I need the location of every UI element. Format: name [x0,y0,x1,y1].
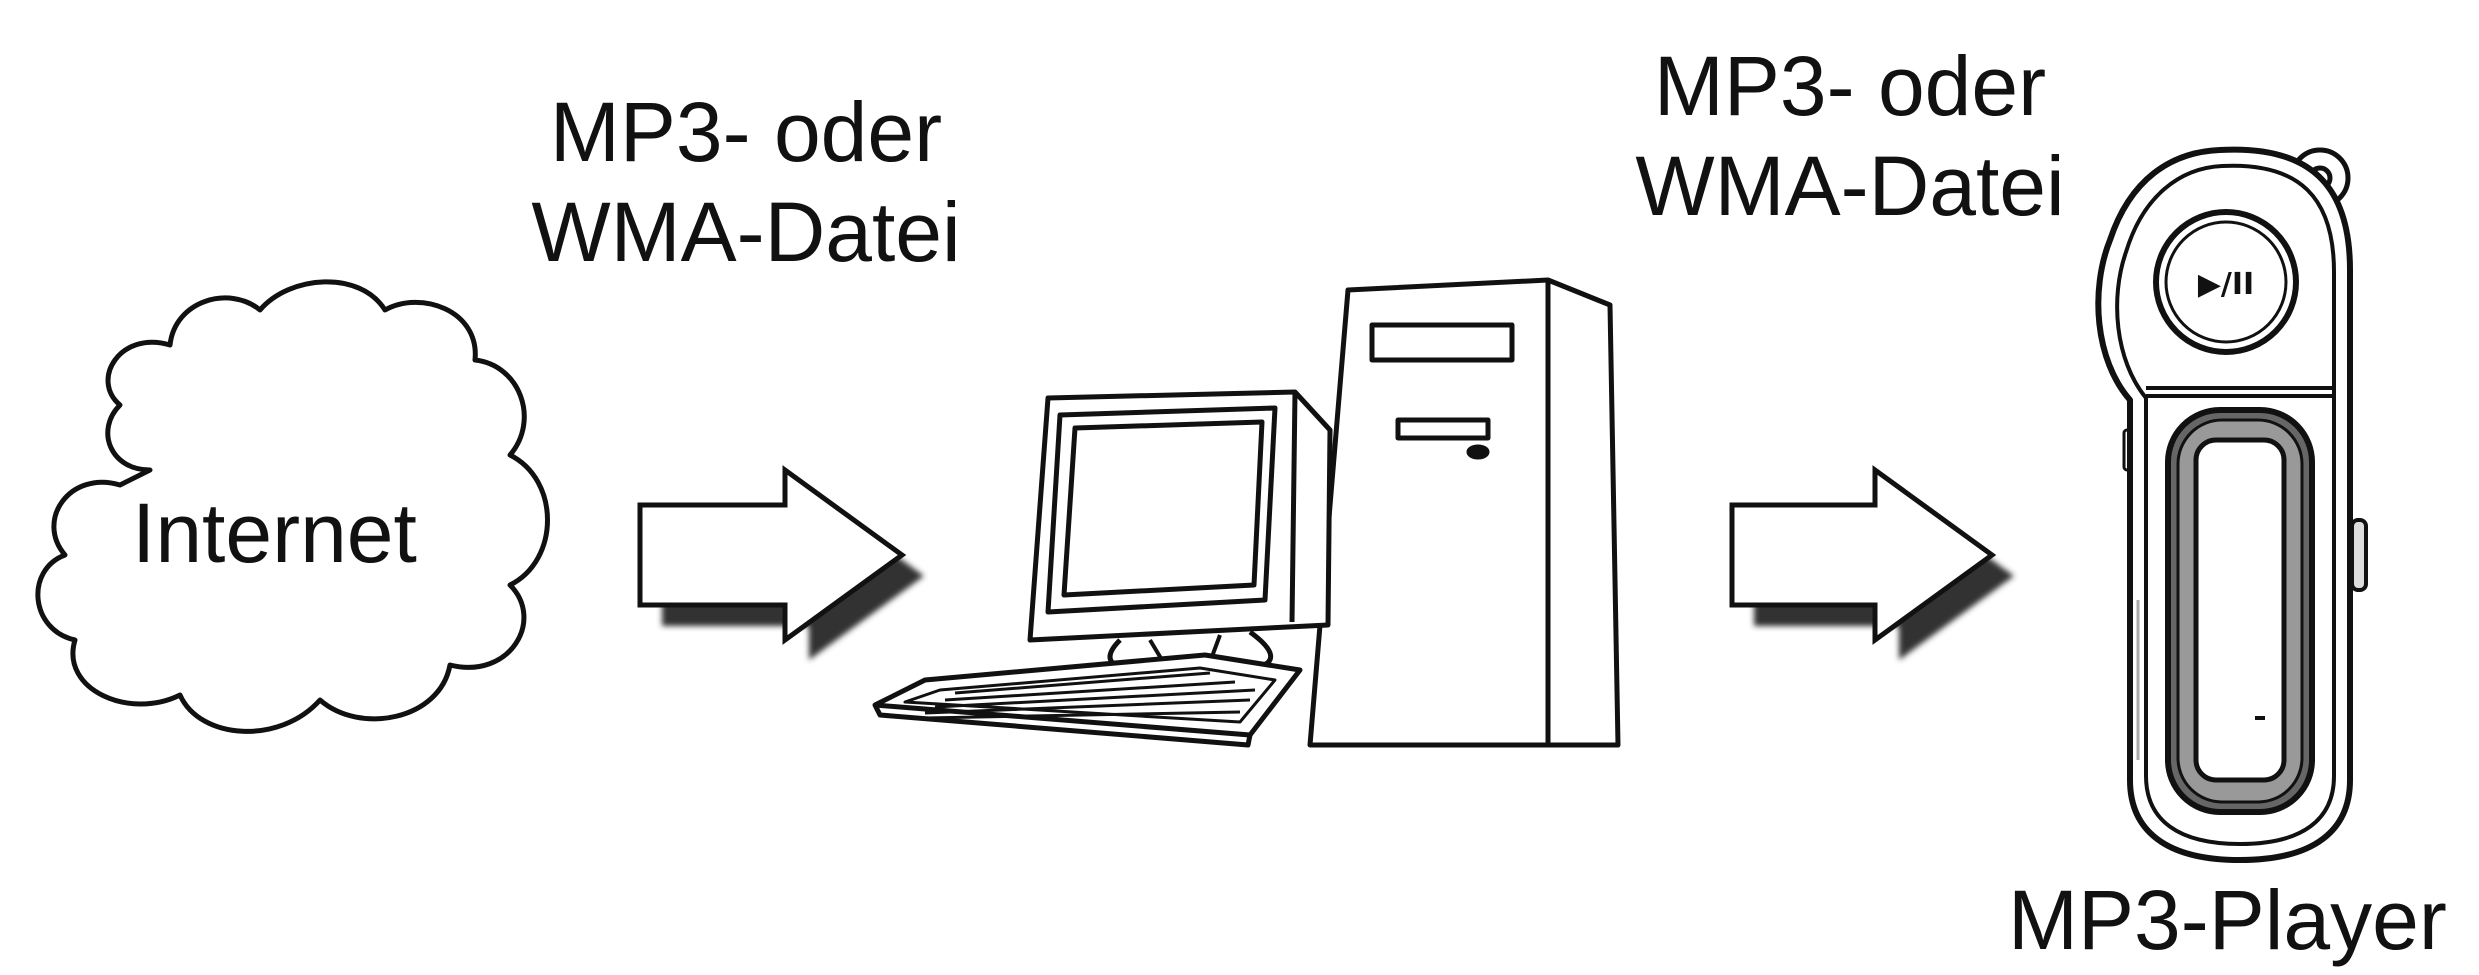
play-pause-label: ▶/II [2198,267,2254,302]
tower-icon [1307,277,1621,748]
internet-label: Internet [132,486,417,580]
computer-icon [872,277,1621,748]
left-caption-line2: WMA-Datei [531,185,961,279]
left-file-caption: MP3- oder WMA-Datei [516,82,976,282]
right-caption-line2: WMA-Datei [1635,139,2065,233]
monitor-icon [1027,389,1333,675]
left-caption-line1: MP3- oder [549,85,943,179]
keyboard-icon [872,652,1303,748]
cloud-icon [35,279,550,734]
mp3-player-label: MP3-Player [2008,873,2447,967]
arrow-right-icon [1729,465,2014,660]
mp3-player-icon [2095,146,2368,863]
right-caption-line1: MP3- oder [1653,39,2047,133]
arrow-right-icon [637,465,924,660]
right-file-caption: MP3- oder WMA-Datei [1610,36,2090,236]
